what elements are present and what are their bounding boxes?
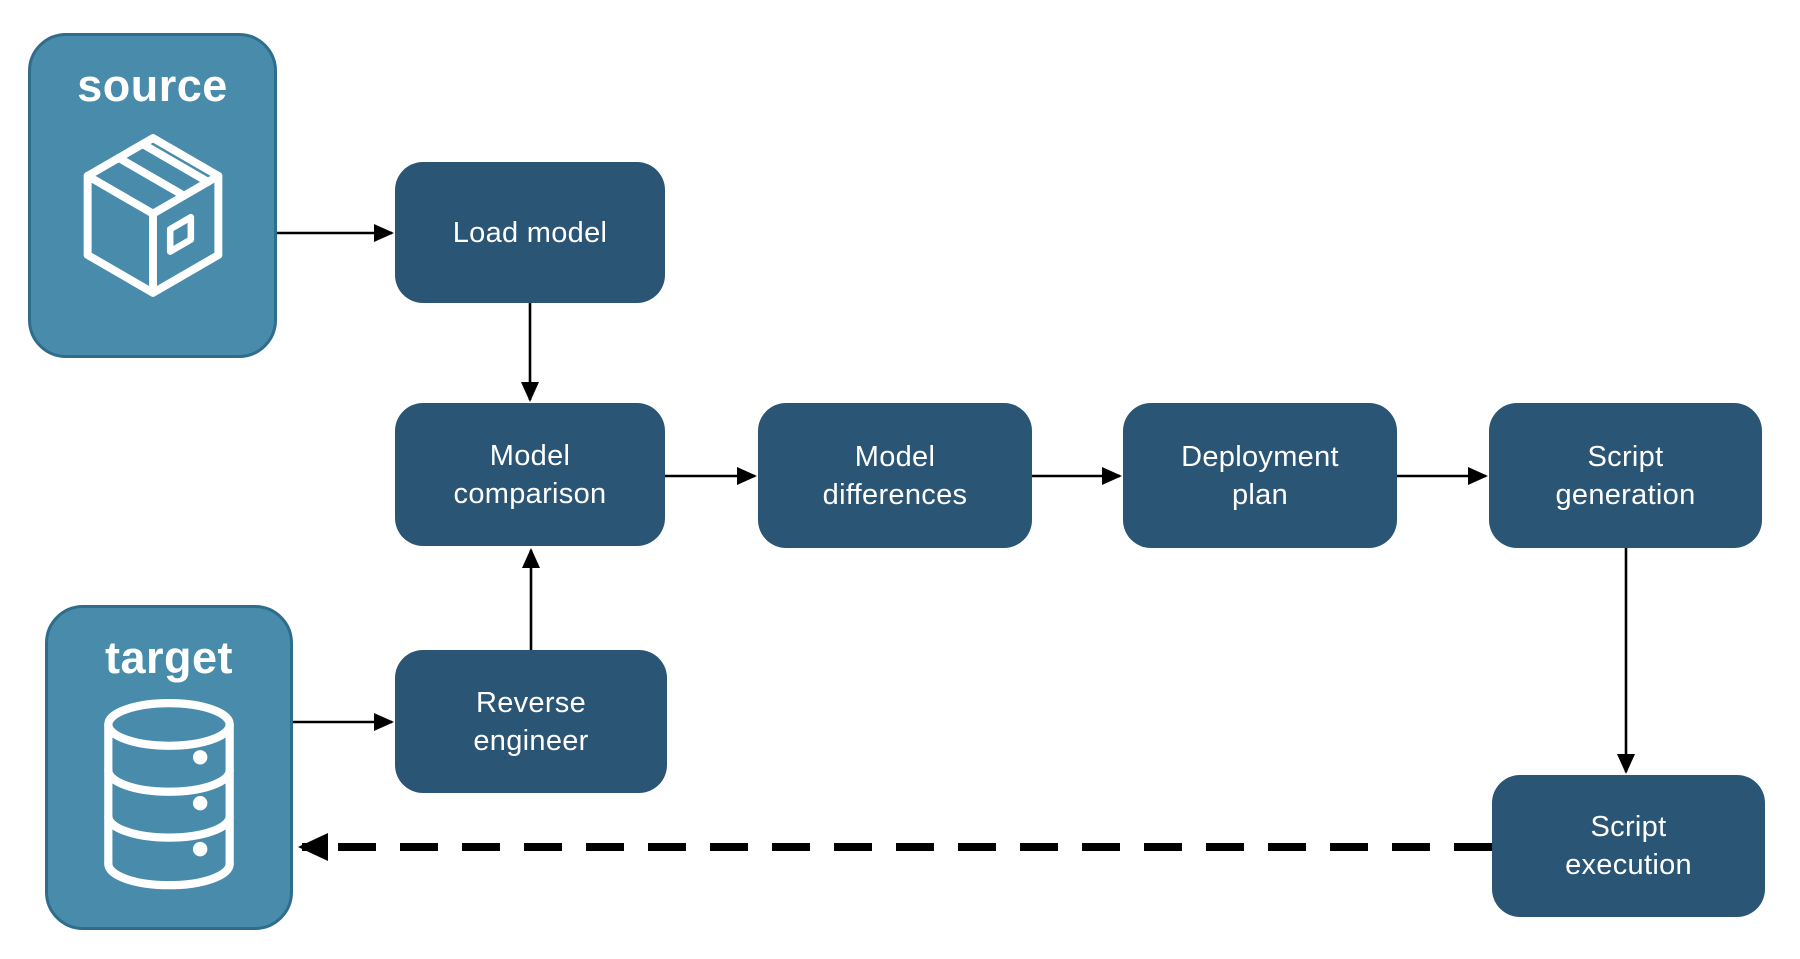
script-generation-label: Script generation	[1555, 440, 1696, 511]
node-reverse-engineer: Reverse engineer	[395, 650, 667, 793]
package-icon	[83, 134, 222, 297]
node-target: target	[45, 605, 293, 930]
node-script-generation: Script generation	[1489, 403, 1762, 548]
database-icon	[104, 699, 234, 890]
load-model-label: Load model	[452, 216, 608, 249]
model-differences-label: Model differences	[822, 440, 968, 511]
script-execution-label: Script execution	[1565, 811, 1692, 881]
node-model-differences: Model differences	[758, 403, 1032, 548]
source-label: source	[77, 60, 228, 111]
deployment-plan-label: Deployment plan	[1181, 440, 1339, 511]
node-model-comparison: Model comparison	[395, 403, 665, 546]
node-load-model: Load model	[395, 162, 665, 303]
reverse-engineer-label: Reverse engineer	[473, 686, 589, 757]
node-script-execution: Script execution	[1492, 775, 1765, 917]
node-deployment-plan: Deployment plan	[1123, 403, 1397, 548]
node-source: source	[28, 33, 277, 358]
model-comparison-label: Model comparison	[453, 439, 607, 510]
target-label: target	[104, 632, 234, 683]
